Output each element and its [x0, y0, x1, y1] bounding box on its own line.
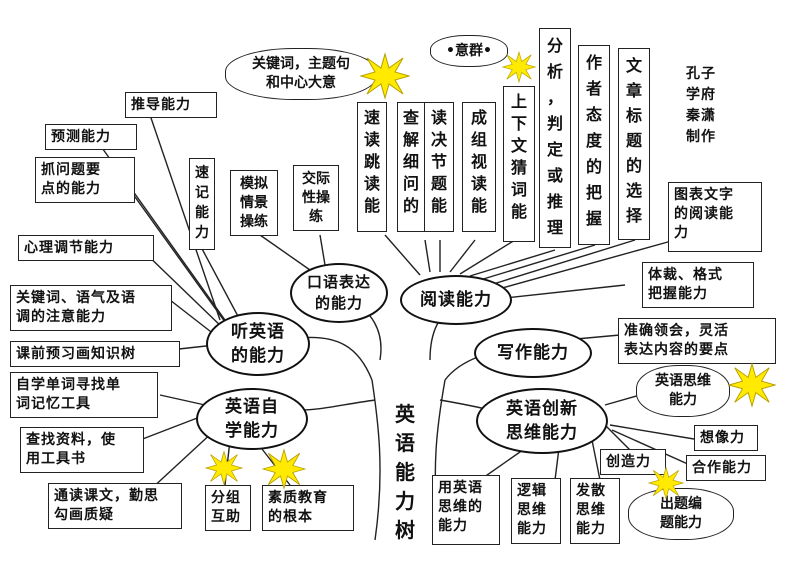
box-zixue: 自学单词寻找单 词记忆工具	[10, 372, 158, 418]
box-chadu: 查 解 细 问 的	[397, 102, 425, 232]
star-icon	[262, 448, 306, 490]
star-icon	[205, 450, 243, 486]
box-zhuawenti: 抓问题要 点的能力	[35, 157, 135, 203]
box-fenzu: 分组 互助	[205, 485, 251, 531]
box-chengzu: 成 组 视 读 能	[462, 102, 496, 232]
star-icon	[648, 466, 684, 500]
star-icon	[502, 50, 536, 84]
hub-self-study: 英语自 学能力	[196, 388, 308, 450]
box-luoji: 逻辑 思维 能力	[511, 478, 561, 544]
box-kqyx: 课前预习画知识树	[10, 341, 180, 367]
hub-writing: 写作能力	[474, 328, 592, 378]
box-sudu: 速 读 跳 读 能	[357, 102, 387, 232]
box-hezuo: 合作能力	[686, 455, 766, 481]
box-fenxi: 分 析 ， 判 定 或 推 理	[539, 28, 571, 248]
box-jiaoji: 交际 性操 练	[293, 165, 339, 231]
cloud-keyword: 关键词，主题句 和中心大意	[225, 48, 377, 100]
box-wenzhang: 文 章 标 题 的 选 择	[618, 48, 650, 240]
box-moni: 模拟 情景 操练	[230, 170, 278, 236]
hub-oral: 口语表达 的能力	[290, 263, 388, 323]
box-zuozhe: 作 者 态 度 的 把 握	[578, 45, 610, 245]
star-icon	[728, 362, 776, 408]
box-tuidao: 推导能力	[125, 92, 217, 118]
box-tongdu: 通读课文，勤思 勾画质疑	[48, 483, 182, 529]
box-ticai: 体裁、格式 把握能力	[642, 262, 754, 308]
hub-innovation: 英语创新 思维能力	[476, 388, 608, 454]
box-tubiao: 图表文字 的阅读能 力	[668, 182, 762, 252]
credit-text: 孔子 学府 秦潇 制作	[684, 62, 732, 156]
box-xiangxiang: 想像力	[694, 425, 758, 451]
cloud-chuti: 出题编 题能力	[628, 488, 734, 540]
cloud-yiqun: •意群•	[430, 35, 508, 67]
box-dujue: 读 决 节 题 能	[424, 102, 454, 232]
box-guanjianci: 关键词、语气及语 调的注意能力	[10, 285, 172, 331]
hub-reading: 阅读能力	[400, 275, 512, 325]
box-suzhi: 素质教育 的根本	[262, 485, 354, 531]
cloud-siwei: 英语思维 能力	[636, 365, 730, 417]
tree-title: 英 语 能 力 树	[395, 402, 415, 542]
box-zhunque: 准确领会，灵活 表达内容的要点	[618, 318, 776, 364]
box-yuce: 预测能力	[45, 124, 137, 150]
box-xinli: 心理调节能力	[18, 235, 154, 261]
box-chazhao: 查找资料，使 用工具书	[20, 427, 144, 473]
hub-listening: 听英语 的能力	[206, 312, 310, 376]
box-yongyingyu: 用英语 思维的 能力	[432, 475, 500, 545]
box-shangxia: 上 下 文 猜 词 能	[503, 86, 535, 242]
box-chuangzao: 创造力	[600, 449, 666, 475]
star-icon	[360, 52, 410, 100]
box-fasan: 发散 思维 能力	[570, 478, 620, 544]
box-suji: 速 记 能 力	[189, 158, 215, 250]
